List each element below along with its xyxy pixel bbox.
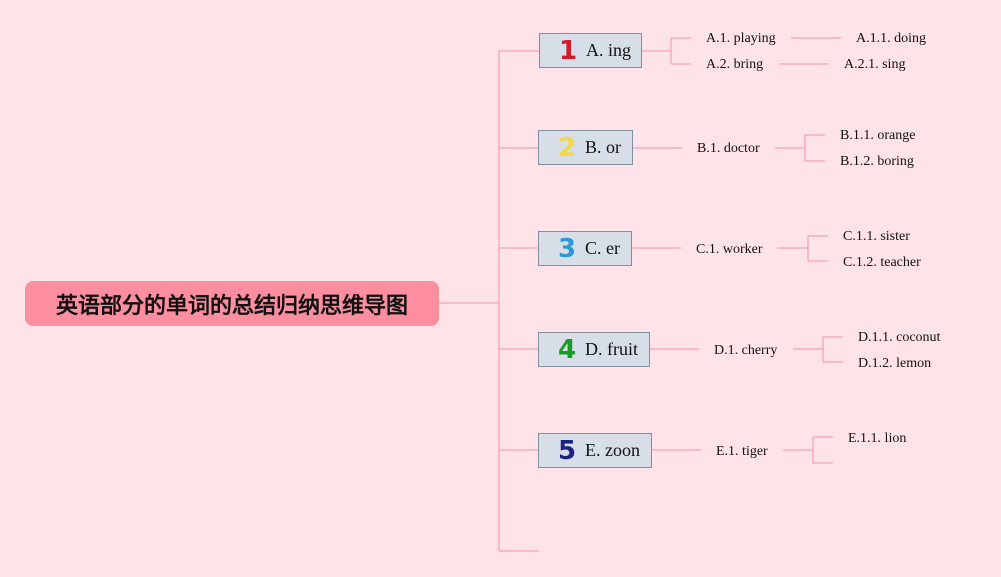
leaf-e11[interactable]: E.1.1. lion bbox=[848, 431, 907, 446]
branch-b-label: B. or bbox=[585, 137, 621, 157]
number-1-icon: 1 bbox=[558, 35, 578, 66]
leaf-b11[interactable]: B.1.1. orange bbox=[840, 128, 916, 143]
number-4-icon: 4 bbox=[557, 334, 577, 365]
leaf-c1[interactable]: C.1. worker bbox=[696, 242, 763, 257]
leaf-a21[interactable]: A.2.1. sing bbox=[844, 57, 906, 72]
branch-e[interactable]: 5 E. zoon bbox=[538, 433, 652, 468]
leaf-d1[interactable]: D.1. cherry bbox=[714, 343, 778, 358]
number-5-icon: 5 bbox=[557, 435, 577, 466]
branch-c-label: C. er bbox=[585, 238, 620, 258]
leaf-a1[interactable]: A.1. playing bbox=[706, 31, 776, 46]
branch-b[interactable]: 2 B. or bbox=[538, 130, 633, 165]
leaf-b12[interactable]: B.1.2. boring bbox=[840, 154, 914, 169]
root-topic[interactable]: 英语部分的单词的总结归纳思维导图 bbox=[25, 281, 439, 326]
leaf-e1[interactable]: E.1. tiger bbox=[716, 444, 768, 459]
branch-a-label: A. ing bbox=[586, 40, 631, 60]
branch-d-label: D. fruit bbox=[585, 339, 638, 359]
leaf-d12[interactable]: D.1.2. lemon bbox=[858, 356, 932, 371]
root-title: 英语部分的单词的总结归纳思维导图 bbox=[55, 293, 408, 319]
leaf-c11[interactable]: C.1.1. sister bbox=[843, 229, 910, 244]
number-3-icon: 3 bbox=[557, 233, 577, 264]
branch-d[interactable]: 4 D. fruit bbox=[538, 332, 650, 367]
leaf-b1[interactable]: B.1. doctor bbox=[697, 141, 760, 156]
branch-a[interactable]: 1 A. ing bbox=[539, 33, 642, 68]
leaf-a2[interactable]: A.2. bring bbox=[706, 57, 764, 72]
branch-c[interactable]: 3 C. er bbox=[538, 231, 632, 266]
branch-e-label: E. zoon bbox=[585, 440, 640, 460]
leaf-c12[interactable]: C.1.2. teacher bbox=[843, 255, 921, 270]
number-2-icon: 2 bbox=[557, 132, 577, 163]
leaf-a11[interactable]: A.1.1. doing bbox=[856, 31, 926, 46]
leaf-d11[interactable]: D.1.1. coconut bbox=[858, 330, 941, 345]
